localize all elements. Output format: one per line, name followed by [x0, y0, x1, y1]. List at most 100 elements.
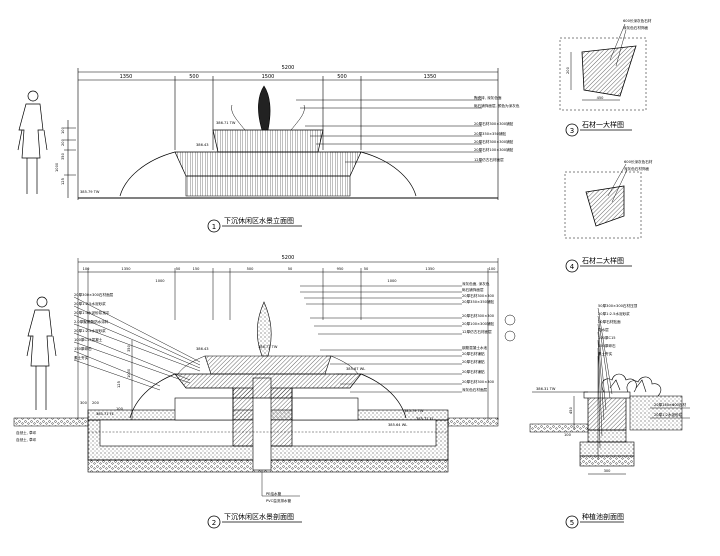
view1-total-dim: 5200 [282, 65, 295, 71]
view2-title: 下沉休闲区水景剖面图 [224, 512, 294, 521]
view2-vdim-4: 300 [80, 401, 88, 405]
view5-note-6: 150厚碎石 [598, 343, 616, 348]
view2-vdim-6: 100 [116, 407, 124, 411]
view2-note-right-6: 20厚100×300铺贴 [462, 321, 494, 326]
view2-elev-2: 386.43 [196, 347, 209, 351]
view1-vdim-1: 100 [61, 126, 65, 134]
view3-number-circle [565, 123, 579, 137]
view3-dim-2: 450 [597, 96, 605, 100]
view2-note-right-1: 深灰色面, 深灰色 [462, 281, 490, 286]
view2-total-dim: 5200 [282, 255, 295, 261]
view5-note-3: 20厚石材贴面 [598, 319, 621, 324]
view5-planter-section: 386.31 TW 450 300 100 50厚300×300石材压顶 20厚… [529, 303, 690, 529]
view2-note-left-8: 素土夯实 [74, 355, 89, 360]
view2-note-right-8: 钢筋混凝土水池 [462, 345, 488, 350]
view2-note-left-5: 20厚1:2.5水泥砂浆 [74, 328, 106, 333]
view2-elev-6: 385.64 WL [388, 423, 407, 427]
view1-elev-mid: 386.43 [196, 143, 209, 147]
view2-note-right-13: 深灰色石材面层 [462, 387, 488, 392]
view2-number-circle [207, 515, 221, 529]
view1-note-3: 20厚石材300×300铺贴 [474, 121, 514, 126]
fountain-elevation [119, 85, 417, 197]
view5-note-1: 50厚300×300石材压顶 [598, 303, 638, 308]
view1-dim-2: 500 [189, 74, 199, 80]
view1-vdim-2: 200 [61, 138, 65, 146]
view2-vdim-3: 125 [117, 381, 121, 388]
view2-dim-4: 50 [176, 267, 181, 271]
fountain-bowl-section [129, 301, 407, 419]
view4-stone-detail: 600长深灰色石材 深灰色石材饰面 4 石材二大样图 [564, 159, 653, 273]
view5-dim-3: 100 [564, 433, 572, 437]
view1-title: 下沉休闲区水景立面图 [224, 216, 294, 225]
view2-elev-4: 385.79 TW [404, 409, 424, 413]
view1-number-circle [207, 219, 221, 233]
view2-dim-2: 1350 [121, 267, 131, 271]
view2-dim-11: 1350 [425, 267, 435, 271]
view1-dim-3: 1500 [262, 74, 275, 80]
view3-stone-detail: 200 450 600长深灰色石材 深灰色石材饰面 3 石材一大样图 [559, 18, 652, 137]
view1-dim-1: 1350 [120, 74, 133, 80]
view3-note-2: 深灰色石材饰面 [623, 25, 649, 30]
view2-note-left-7: 150厚碎石 [74, 346, 92, 351]
view2-dim-3: 1000 [155, 279, 165, 283]
view5-number: 5 [570, 519, 574, 527]
view2-note-right-3: 20厚石材300×300 [462, 293, 495, 298]
view2-note-right-9: 20厚石材铺贴 [462, 351, 485, 356]
view1-number: 1 [212, 223, 216, 231]
view5-elev: 386.31 TW [536, 387, 556, 391]
view2-note-bottom-2: PVC溢流排水管 [266, 498, 292, 503]
view1-note-5: 20厚石材300×300铺贴 [474, 139, 514, 144]
view2-note-bottom-1: PE给水管 [266, 491, 282, 496]
view4-number: 4 [570, 263, 575, 271]
view2-note-left-2: 20厚1:2.5水泥砂浆 [74, 301, 106, 306]
view1-elev-base: 385.79 TW [80, 190, 100, 194]
view5-note-7: 素土夯实 [598, 351, 613, 356]
view1-vdim-4: 1000 [55, 162, 59, 172]
view2-note-right-5: 20厚石材300×300 [462, 313, 495, 318]
view5-note-4: 防水层 [598, 327, 609, 332]
view2-vdim-5: 200 [92, 401, 100, 405]
view2-note-right-12: 20厚石材300×300 [462, 379, 495, 384]
view2-dim-10: 1000 [387, 279, 397, 283]
human-scale-figure-1 [17, 90, 48, 194]
view2-dim-6: 500 [247, 267, 255, 271]
view1-note-6: 20厚石材100×300铺贴 [474, 147, 514, 152]
view2-ground-label-1: 自然土, 草坪 [16, 430, 37, 435]
view2-vdim-1: 1000 [127, 368, 131, 378]
view2-elev-left: 385.71 FL [96, 412, 114, 416]
view2-dim-1: 100 [83, 267, 91, 271]
view3-number: 3 [570, 127, 574, 135]
view2-dim-8: 950 [337, 267, 345, 271]
view2-note-left-4: 2.0厚聚氨酯防水涂料 [74, 319, 109, 324]
view2-number: 2 [212, 519, 216, 527]
view4-number-circle [565, 259, 579, 273]
view1-vdim-3: 350 [61, 152, 65, 160]
view5-note-5: 100厚C15 [598, 335, 616, 340]
view1-elev-top: 386.71 TW [216, 121, 236, 125]
view5-dim-1: 450 [569, 406, 573, 414]
view5-number-circle [565, 515, 579, 529]
view1-note-2: 砾石铺饰面层, 颜色为深灰色 [474, 103, 520, 108]
view4-note-2: 深灰色石材饰面 [624, 166, 650, 171]
view5-note-2: 20厚1:2.5水泥砂浆 [598, 311, 630, 316]
view2-dim-12: 100 [489, 267, 497, 271]
view2-note-left-6: 100厚C15混凝土 [74, 337, 103, 342]
view5-title: 种植池剖面图 [582, 512, 624, 521]
view1-dim-4: 500 [337, 74, 347, 80]
view5-right-note-1: 20厚150×600石材 [654, 402, 686, 407]
view4-title: 石材二大样图 [582, 256, 624, 265]
view2-ground-label-2: 自然土, 草坪 [16, 437, 37, 442]
view2-note-right-4: 20厚350×350铺贴 [462, 299, 494, 304]
view2-note-left-1: 20厚300×300石材面层 [74, 292, 114, 297]
view2-dim-9: 50 [364, 267, 369, 271]
ground-right [447, 417, 499, 427]
view2-vdim-2: 350 [127, 344, 131, 352]
view2-elev-5: 385.71 FL [416, 417, 434, 421]
view1-note-1: 陶瓷砖, 深灰色面 [474, 95, 502, 100]
view2-note-right-10: 20厚石材铺贴 [462, 359, 485, 364]
view2-note-left-3: 20厚1:3水泥砂浆找平 [74, 310, 110, 315]
view2-note-right-2: 砾石铺饰面层 [462, 287, 484, 292]
view4-note-1: 600长深灰色石材 [624, 159, 653, 164]
view1-vdim-5: 125 [61, 178, 65, 185]
